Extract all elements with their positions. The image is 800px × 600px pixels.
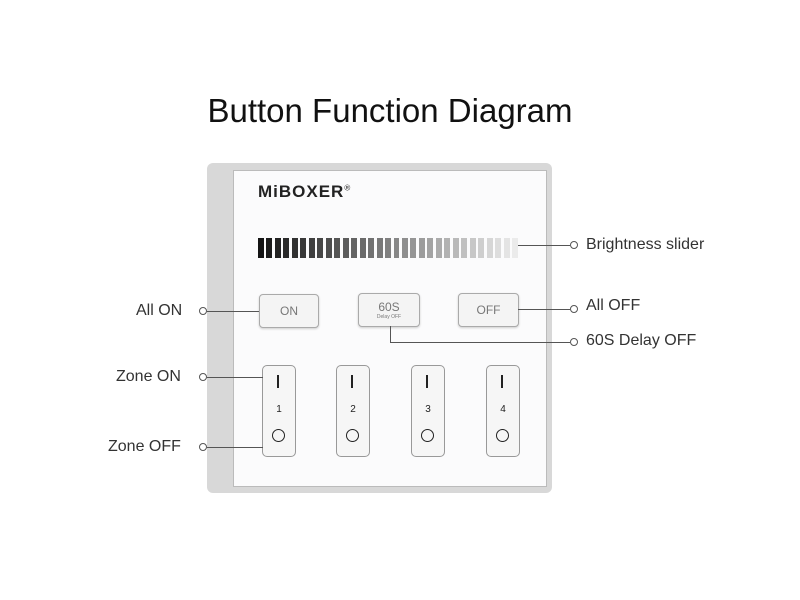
zone-2-button[interactable]: 2 — [336, 365, 370, 457]
callout-dot — [570, 338, 578, 346]
slider-segment — [351, 238, 358, 258]
page-title: Button Function Diagram — [207, 92, 573, 129]
slider-segment — [325, 238, 332, 258]
all-on-button[interactable]: ON — [259, 294, 319, 328]
zone-number: 4 — [500, 404, 506, 415]
callout-dot — [570, 241, 578, 249]
brand-logo: MiBOXER® — [258, 182, 351, 202]
slider-segment — [376, 238, 383, 258]
slider-segment — [274, 238, 281, 258]
callout-dot — [199, 443, 207, 451]
label-all-off: All OFF — [586, 297, 641, 314]
slider-segment — [317, 238, 324, 258]
brightness-slider[interactable] — [258, 238, 519, 258]
slider-segment — [427, 238, 434, 258]
zone-4-button[interactable]: 4 — [486, 365, 520, 457]
slider-segment — [359, 238, 366, 258]
callout-dot — [199, 373, 207, 381]
slider-segment — [461, 238, 468, 258]
all-off-button[interactable]: OFF — [458, 293, 519, 327]
label-delay-off: 60S Delay OFF — [586, 332, 697, 349]
slider-segment — [266, 238, 273, 258]
slider-segment — [452, 238, 459, 258]
brand-name: MiBOXER — [258, 182, 345, 201]
zone-on-icon[interactable] — [277, 375, 279, 388]
slider-segment — [283, 238, 290, 258]
zone-on-icon[interactable] — [501, 375, 503, 388]
slider-segment — [486, 238, 493, 258]
label-zone-on: Zone ON — [116, 368, 181, 385]
slider-segment — [478, 238, 485, 258]
slider-segment — [342, 238, 349, 258]
slider-segment — [368, 238, 375, 258]
zone-off-icon[interactable] — [496, 429, 509, 442]
slider-segment — [258, 238, 264, 258]
slider-segment — [495, 238, 502, 258]
delay-sublabel: Delay OFF — [376, 314, 402, 320]
slider-segment — [469, 238, 476, 258]
slider-segment — [385, 238, 391, 258]
slider-segment — [291, 238, 298, 258]
zone-off-icon[interactable] — [272, 429, 285, 442]
label-brightness: Brightness slider — [586, 236, 705, 253]
zone-off-icon[interactable] — [346, 429, 359, 442]
slider-segment — [410, 238, 417, 258]
slider-segment — [300, 238, 307, 258]
slider-segment — [418, 238, 425, 258]
slider-segment — [444, 238, 451, 258]
zone-1-button[interactable]: 1 — [262, 365, 296, 457]
callout-dot — [199, 307, 207, 315]
registered-mark: ® — [344, 183, 352, 193]
callout-dot — [570, 305, 578, 313]
label-zone-off: Zone OFF — [108, 438, 181, 455]
zone-on-icon[interactable] — [351, 375, 353, 388]
slider-segment — [393, 238, 400, 258]
delay-label: 60S — [378, 300, 400, 314]
zone-on-icon[interactable] — [426, 375, 428, 388]
delay-off-button[interactable]: 60S Delay OFF — [358, 293, 420, 327]
slider-segment — [334, 238, 341, 258]
slider-segment — [308, 238, 315, 258]
slider-segment — [503, 238, 510, 258]
slider-segment — [512, 238, 519, 258]
slider-segment — [435, 238, 442, 258]
zone-number: 3 — [425, 404, 431, 415]
zone-number: 2 — [350, 404, 356, 415]
label-all-on: All ON — [136, 302, 183, 319]
zone-off-icon[interactable] — [421, 429, 434, 442]
zone-number: 1 — [276, 404, 282, 415]
zone-3-button[interactable]: 3 — [411, 365, 445, 457]
slider-segment — [401, 238, 408, 258]
